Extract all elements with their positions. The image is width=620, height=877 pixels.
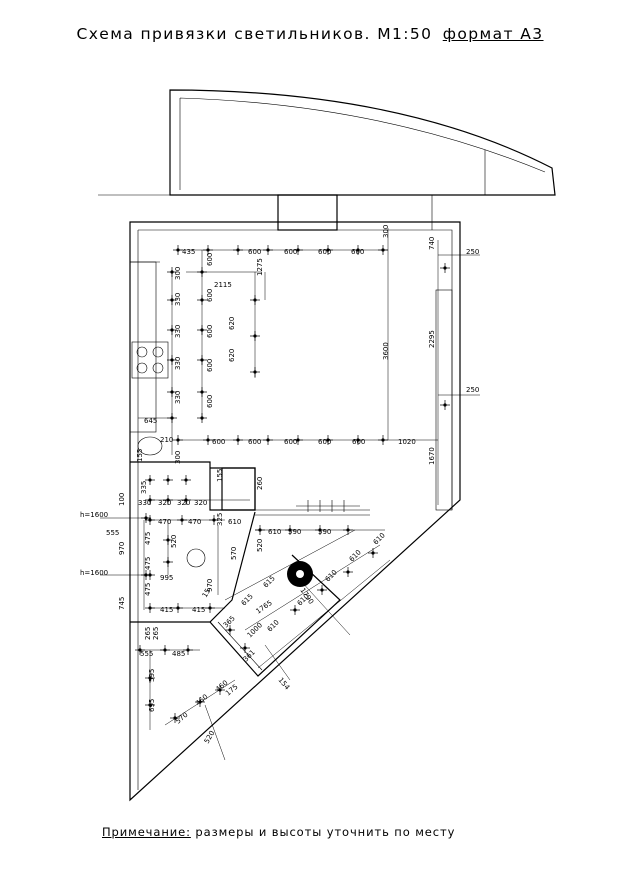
dim-610-lower: 610 — [266, 618, 281, 633]
note-text: размеры и высоты уточнить по месту — [195, 825, 456, 839]
dim-210: 210 — [160, 436, 173, 444]
dim-470-1: 470 — [158, 518, 171, 526]
dim-300-bath: 300 — [174, 451, 182, 464]
dim-970-right: 970 — [206, 579, 214, 592]
dim-330-bath: 330 — [138, 499, 151, 507]
walls — [129, 194, 461, 802]
dim-265-1: 265 — [144, 627, 152, 640]
note: Примечание: размеры и высоты уточнить по… — [102, 825, 455, 839]
dim-595: 595 — [148, 669, 156, 682]
dim-600-top-1: 600 — [248, 248, 261, 256]
dim-320-1: 320 — [158, 499, 171, 507]
dim-435: 435 — [182, 248, 195, 256]
dim-475-1: 475 — [144, 532, 152, 545]
dim-600-left-5: 600 — [206, 395, 214, 408]
dim-695: 695 — [148, 699, 156, 712]
dim-1275: 1275 — [256, 258, 264, 276]
dim-300-top: 300 — [382, 225, 390, 238]
dim-154: 154 — [276, 676, 291, 692]
dim-365: 365 — [222, 614, 237, 629]
dim-520-bath: 520 — [170, 535, 178, 548]
dim-745: 745 — [118, 597, 126, 610]
dimension-lines — [100, 228, 480, 761]
dim-330-2: 330 — [174, 325, 182, 338]
drawing-title: Схема привязки светильников. М1:50 форма… — [0, 25, 620, 43]
dim-335: 335 — [140, 481, 148, 494]
dim-645: 645 — [144, 417, 157, 425]
dim-330-3: 330 — [174, 357, 182, 370]
dim-620-1: 620 — [228, 317, 236, 330]
dim-1765: 1765 — [255, 599, 274, 616]
dim-590-2: 590 — [318, 528, 331, 536]
dim-600-left-2: 600 — [206, 289, 214, 302]
dim-570-bottom: 570 — [174, 711, 189, 726]
dim-460-1: 460 — [194, 693, 209, 708]
dim-260: 260 — [256, 477, 264, 490]
title-main: Схема привязки светильников. М1:50 — [76, 25, 433, 43]
dim-1000: 1000 — [246, 621, 264, 639]
dim-250-bottom: 250 — [466, 386, 479, 394]
dim-600-left-3: 600 — [206, 325, 214, 338]
dim-600-mid-3: 600 — [284, 438, 297, 446]
dim-325: 325 — [216, 513, 224, 526]
note-label: Примечание: — [102, 825, 191, 839]
dim-600-mid-4: 600 — [318, 438, 331, 446]
dim-610-bath: 610 — [228, 518, 241, 526]
dim-600-mid-2: 600 — [248, 438, 261, 446]
dim-590-1: 590 — [288, 528, 301, 536]
dim-2115: 2115 — [214, 281, 232, 289]
dim-250-top: 250 — [466, 248, 479, 256]
dim-600-left-1: 600 — [206, 253, 214, 266]
dim-100: 100 — [118, 493, 126, 506]
dim-320-2: 320 — [177, 499, 190, 507]
dim-1670: 1670 — [428, 447, 436, 465]
dim-15: 15 — [201, 587, 212, 599]
dim-475-3: 475 — [144, 583, 152, 596]
dim-300-left: 300 — [174, 267, 182, 280]
dim-600-top-2: 600 — [284, 248, 297, 256]
dim-3600: 3600 — [382, 342, 390, 360]
dim-155-left: 155 — [136, 449, 144, 462]
dim-520-hall: 520 — [256, 539, 264, 552]
dimension-labels: 435 600 600 600 600 300 740 250 250 2115… — [80, 225, 479, 745]
dim-995: 995 — [160, 574, 173, 582]
dim-485: 485 — [172, 650, 185, 658]
dim-620-2: 620 — [228, 349, 236, 362]
dim-555-top: 555 — [106, 529, 119, 537]
dim-615-2: 615 — [240, 592, 255, 607]
dim-610-diag-1: 610 — [372, 531, 387, 546]
dim-970-left: 970 — [118, 542, 126, 555]
dim-475-2: 475 — [144, 557, 152, 570]
dim-415-1: 415 — [160, 606, 173, 614]
title-format: формат А3 — [442, 25, 544, 43]
dim-600-left-4: 600 — [206, 359, 214, 372]
dim-470-2: 470 — [188, 518, 201, 526]
dim-320-3: 320 — [194, 499, 207, 507]
dim-610-diag-2: 610 — [348, 548, 363, 563]
dim-330-4: 330 — [174, 391, 182, 404]
dim-1020: 1020 — [398, 438, 416, 446]
dim-600-mid-1: 600 — [212, 438, 225, 446]
dim-330-1: 330 — [174, 293, 182, 306]
dim-155-right: 155 — [216, 469, 224, 482]
dim-555-bottom: 555 — [140, 650, 153, 658]
dim-610-diag-3: 610 — [324, 568, 339, 583]
dim-610-hall: 610 — [268, 528, 281, 536]
dim-415-2: 415 — [192, 606, 205, 614]
balcony — [98, 89, 556, 196]
dim-265-2: 265 — [152, 627, 160, 640]
dim-740: 740 — [428, 237, 436, 250]
dim-570: 570 — [230, 547, 238, 560]
dim-615-1: 615 — [262, 574, 277, 589]
dim-600-top-3: 600 — [318, 248, 331, 256]
dim-600-top-4: 600 — [351, 248, 364, 256]
dim-600-mid-5: 600 — [352, 438, 365, 446]
dim-2295: 2295 — [428, 330, 436, 348]
height-1600-top: h=1600 — [80, 511, 108, 519]
height-1600-bottom: h=1600 — [80, 569, 108, 577]
